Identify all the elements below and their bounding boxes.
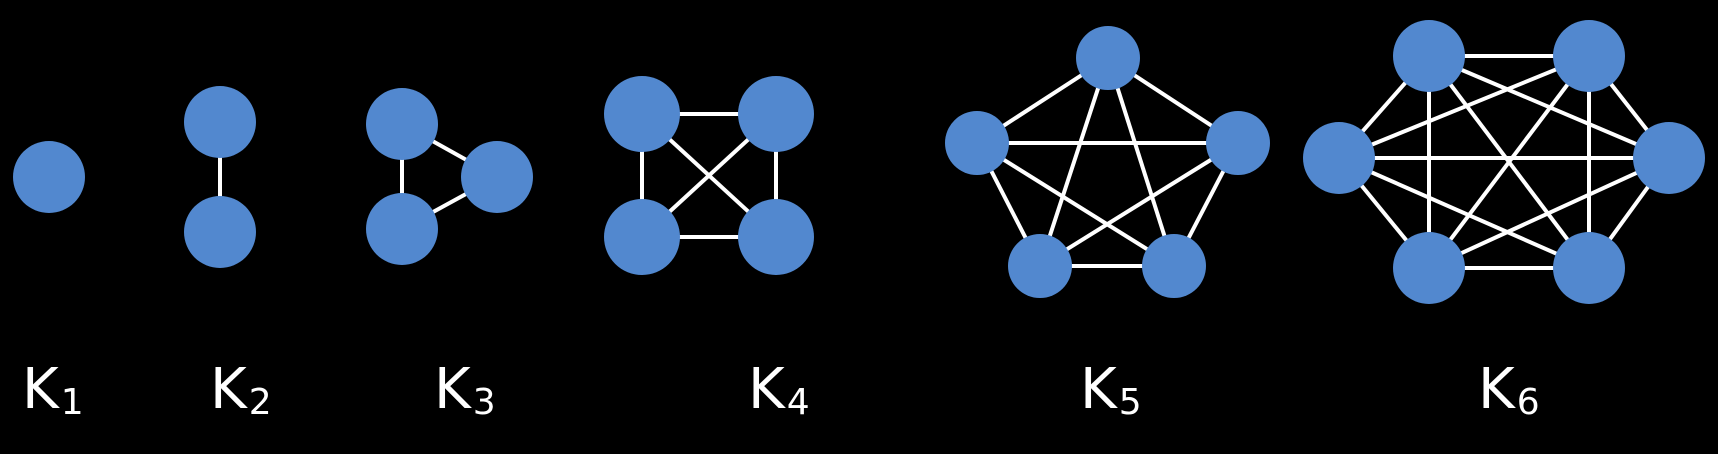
node-k1-1: [13, 141, 85, 213]
label-k5: K5: [1080, 357, 1142, 423]
edge-k5-2-4: [1038, 141, 1240, 268]
node-k4-3: [604, 199, 680, 275]
node-k3-1: [366, 88, 438, 160]
node-k6-4: [1553, 232, 1625, 304]
label-k4: K4: [748, 357, 810, 423]
label-k1: K1: [22, 357, 84, 423]
node-k6-5: [1393, 232, 1465, 304]
node-k5-2: [1206, 111, 1270, 175]
graph-k5: [945, 26, 1270, 298]
node-k6-1: [1393, 20, 1465, 92]
graph-k1: [13, 141, 85, 213]
edge-k6-4-6: [1338, 156, 1590, 270]
edge-k5-1-3: [1106, 57, 1176, 267]
edge-k6-2-5: [1427, 54, 1591, 270]
label-k2: K2: [210, 357, 272, 423]
node-k3-3: [366, 193, 438, 265]
node-k6-6: [1303, 122, 1375, 194]
node-k6-2: [1553, 20, 1625, 92]
edge-k6-3-5: [1428, 156, 1670, 270]
edge-k5-3-5: [975, 141, 1176, 268]
edge-k5-1-4: [1038, 57, 1110, 267]
node-k6-3: [1633, 122, 1705, 194]
node-k4-1: [604, 76, 680, 152]
node-k5-3: [1142, 234, 1206, 298]
label-k3: K3: [434, 357, 496, 423]
graph-k6: [1303, 20, 1705, 304]
node-k4-4: [738, 199, 814, 275]
node-k5-1: [1076, 26, 1140, 90]
node-k2-1: [184, 86, 256, 158]
graph-k3: [366, 88, 533, 265]
node-k3-2: [461, 141, 533, 213]
label-k6: K6: [1478, 357, 1540, 423]
graph-k4: [604, 76, 814, 275]
graph-k2: [184, 86, 256, 268]
edge-k6-2-6: [1338, 54, 1590, 160]
node-k2-2: [184, 196, 256, 268]
node-k5-5: [945, 111, 1009, 175]
node-k4-2: [738, 76, 814, 152]
node-k5-4: [1008, 234, 1072, 298]
